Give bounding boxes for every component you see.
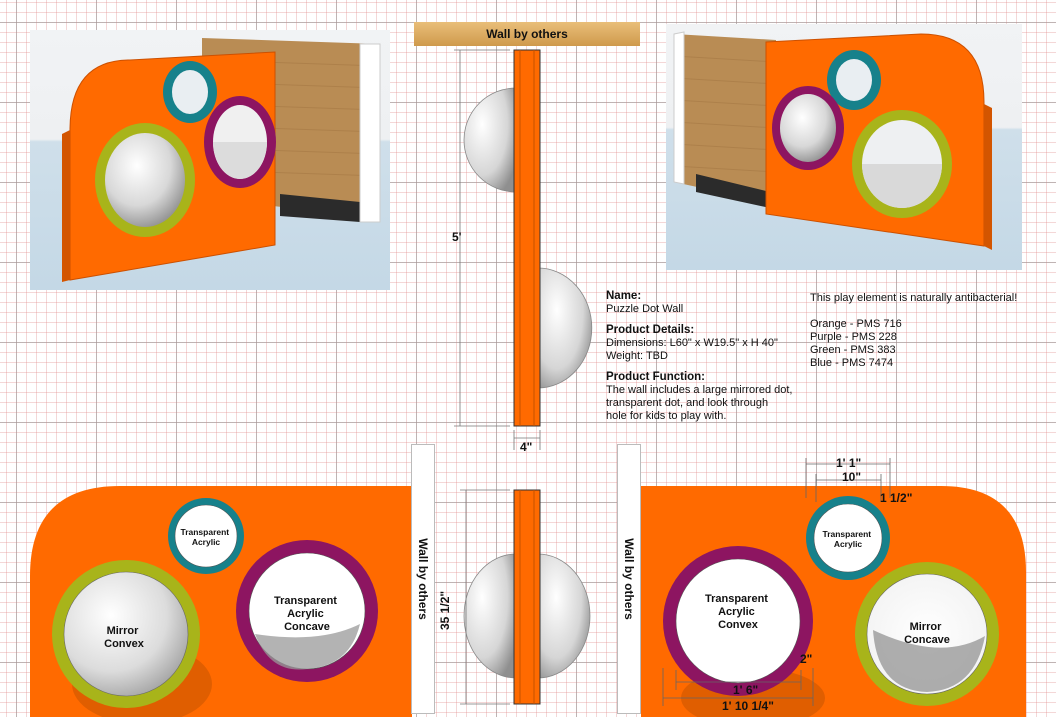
dim-rim-large: 2"	[800, 652, 813, 666]
product-info: Name: Puzzle Dot Wall Product Details: D…	[606, 290, 816, 423]
render-front-svg	[62, 38, 381, 282]
dim-inner-large: 1' 6"	[733, 683, 759, 697]
dim-side-height: 35 1/2"	[438, 590, 452, 630]
wall-slab	[513, 489, 541, 705]
rear-elevation-right: Transparent Acrylic Transparent Acrylic …	[641, 458, 1026, 717]
details-heading: Product Details:	[606, 324, 695, 336]
wall-by-others-left: Wall by others	[411, 444, 435, 714]
wall-slab	[513, 49, 541, 427]
wall-edge	[359, 43, 381, 223]
color-spec: Green - PMS 383	[810, 344, 896, 356]
wall-by-others-right: Wall by others	[617, 444, 641, 714]
right-hemisphere	[537, 553, 591, 679]
mirror-convex	[63, 571, 189, 697]
perspective-render-back	[666, 24, 1022, 270]
label-mirror-concave: Mirror Concave	[904, 621, 950, 646]
wall-by-others-top: Wall by others	[414, 22, 640, 46]
mirror-sphere	[780, 94, 836, 162]
perspective-render-front	[30, 30, 390, 290]
mirror-sphere	[105, 133, 185, 227]
render-back-svg	[673, 31, 992, 250]
dim-outer-large: 1' 10 1/4"	[722, 699, 774, 713]
function-line: transparent dot, and look through	[606, 397, 769, 409]
label-transparent-acrylic: Transparent Acrylic	[822, 529, 873, 549]
function-line: The wall includes a large mirrored dot,	[606, 384, 793, 396]
label-transparent-acrylic-concave: Transparent Acrylic Concave	[274, 595, 340, 633]
side-view-top	[454, 49, 593, 450]
front-elevation-left: Transparent Acrylic Mirror Convex Transp…	[30, 486, 412, 717]
right-hemisphere	[537, 267, 593, 389]
name-heading: Name:	[606, 290, 642, 302]
label-transparent-acrylic-convex: Transparent Acrylic Convex	[705, 593, 771, 631]
dim-depth: 4"	[520, 440, 533, 454]
notes: This play element is naturally antibacte…	[810, 292, 1040, 370]
left-hemisphere	[463, 553, 517, 679]
product-name: Puzzle Dot Wall	[606, 303, 684, 315]
color-spec: Purple - PMS 228	[810, 331, 897, 343]
product-dimensions: Dimensions: L60" x W19.5" x H 40"	[606, 337, 778, 349]
dim-outer-small: 1' 1"	[836, 456, 862, 470]
function-heading: Product Function:	[606, 371, 706, 383]
dim-height: 5'	[452, 230, 462, 244]
color-spec: Blue - PMS 7474	[810, 357, 894, 369]
side-view-bottom	[460, 489, 591, 705]
wall-base	[280, 194, 360, 222]
label-mirror-convex: Mirror Convex	[104, 625, 145, 650]
antibacterial-note: This play element is naturally antibacte…	[810, 292, 1018, 304]
wood-wall	[674, 34, 776, 204]
color-spec: Orange - PMS 716	[810, 318, 902, 330]
dim-rim-small: 1 1/2"	[880, 491, 913, 505]
product-weight: Weight: TBD	[606, 350, 668, 362]
label-transparent-acrylic: Transparent Acrylic	[180, 527, 231, 547]
function-line: hole for kids to play with.	[606, 410, 727, 422]
dim-inner-small: 10"	[842, 470, 862, 484]
left-hemisphere	[463, 87, 517, 193]
